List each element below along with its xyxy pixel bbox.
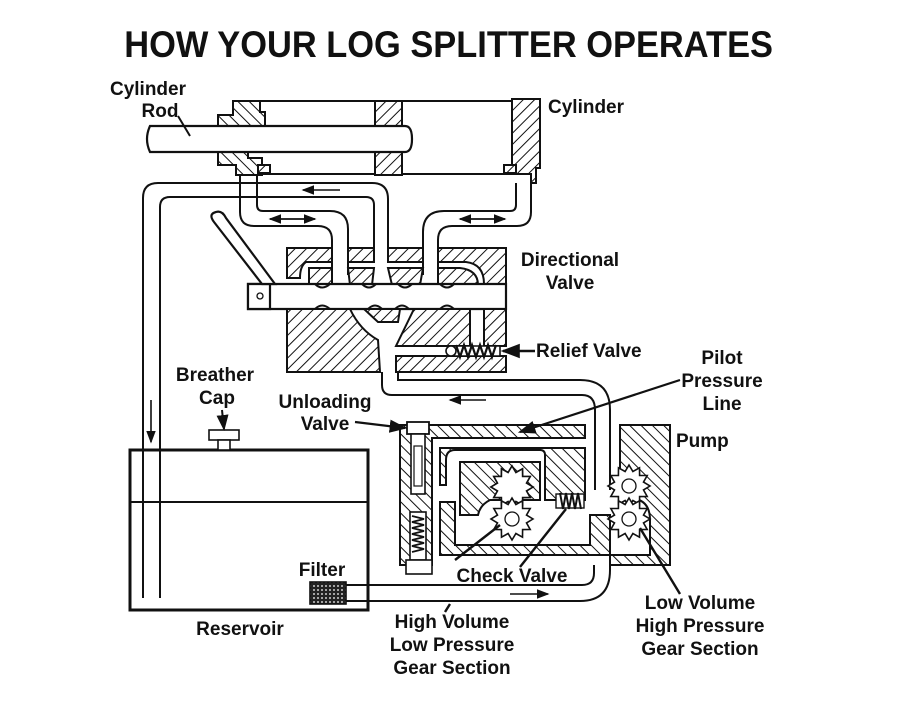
suction-line [346,565,611,602]
label-unloading-valve-2: Valve [301,414,350,435]
label-breather-cap-2: Cap [199,388,235,409]
label-high-volume-2: Low Pressure [390,635,515,656]
gear-high-volume-bottom [489,496,535,542]
directional-valve [210,210,508,373]
pointer-check-valve [519,508,567,568]
pointer-high-volume [454,524,501,561]
label-cylinder-rod-2: Rod [142,101,179,122]
label-low-volume-3: Gear Section [641,639,758,660]
diagram-title: HOW YOUR LOG SPLITTER OPERATES [124,24,773,65]
label-low-volume-2: High Pressure [636,616,765,637]
breather-cap [208,409,240,451]
pointer-cylinder-rod [177,115,191,137]
pointer-high-volume-tail [443,603,452,613]
label-pilot-pressure-3: Line [702,394,741,415]
unloading-valve [354,419,433,575]
gear-low-volume-bottom [606,496,652,542]
reservoir-tank [128,409,370,612]
label-high-volume-3: Gear Section [393,658,510,679]
gear-pump [399,424,671,566]
label-directional-valve-1: Directional [521,250,619,271]
hydraulic-cylinder [145,98,541,184]
return-line [142,182,262,598]
pressure-line [381,372,611,490]
label-unloading-valve-1: Unloading [279,392,372,413]
pointer-low-volume [638,527,682,595]
label-directional-valve-2: Valve [546,273,595,294]
label-relief-valve: Relief Valve [536,341,642,362]
gear-low-volume-top [606,463,652,509]
relief-valve [445,341,535,361]
label-cylinder-rod-1: Cylinder [110,79,187,100]
cylinder-lines [239,175,532,275]
label-breather-cap-1: Breather [176,365,255,386]
label-reservoir: Reservoir [196,619,284,640]
gear-high-volume-top [489,464,535,510]
label-filter: Filter [299,560,346,581]
label-pilot-pressure-2: Pressure [681,371,762,392]
label-high-volume-1: High Volume [395,612,510,633]
label-cylinder: Cylinder [548,97,625,118]
label-low-volume-1: Low Volume [645,593,755,614]
filter-element [309,581,347,605]
pointer-pilot-line [517,378,681,434]
label-pump: Pump [676,431,729,452]
check-valve [555,492,585,510]
label-check-valve: Check Valve [457,566,568,587]
label-pilot-pressure-1: Pilot [701,348,743,369]
